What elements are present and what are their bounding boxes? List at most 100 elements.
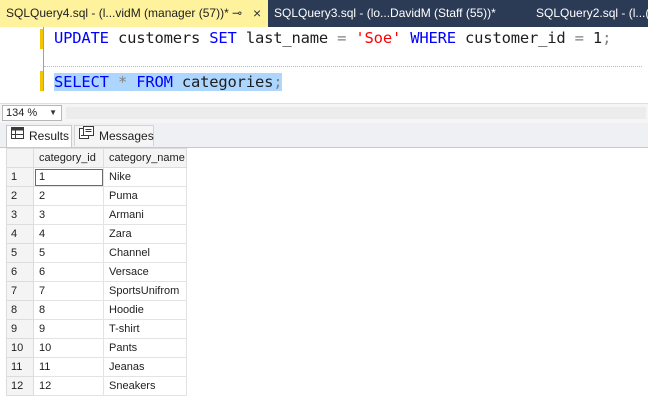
tab-label: SQLQuery4.sql - (l...vidM (manager (57))… [6,6,229,20]
cell-category-id[interactable]: 12 [33,376,104,396]
cell-category-name[interactable]: Puma [103,186,187,206]
editor-status-bar: 134 % ▼ [0,103,648,123]
tab-results[interactable]: Results [6,125,72,147]
table-row[interactable]: 3 3 Armani [6,205,187,225]
zoom-dropdown[interactable]: 134 % ▼ [2,105,62,121]
identifier: customer_id [465,29,566,47]
keyword: SELECT [54,73,109,91]
semicolon: ; [273,73,283,91]
grid-header-row: category_id category_name [6,148,187,168]
cell-category-id[interactable]: 1 [33,167,104,187]
row-number[interactable]: 1 [6,167,34,187]
cell-category-name[interactable]: Nike [103,167,187,187]
operator: = [337,29,347,47]
table-row[interactable]: 10 10 Pants [6,338,187,358]
grid-corner[interactable] [6,148,34,168]
cell-category-name[interactable]: Hoodie [103,300,187,320]
identifier: categories [181,73,274,91]
table-row[interactable]: 4 4 Zara [6,224,187,244]
cell-category-name[interactable]: Sneakers [103,376,187,396]
cell-category-id[interactable]: 10 [33,338,104,358]
column-header-category-id[interactable]: category_id [33,148,104,168]
table-row[interactable]: 12 12 Sneakers [6,376,187,396]
row-number[interactable]: 12 [6,376,34,396]
table-row[interactable]: 9 9 T-shirt [6,319,187,339]
document-tab-strip: SQLQuery4.sql - (l...vidM (manager (57))… [0,0,648,27]
editor-gutter-line [43,27,44,91]
cell-category-name[interactable]: Jeanas [103,357,187,377]
tab-results-label: Results [29,129,70,143]
selected-text: SELECT * FROM categories; [54,73,283,91]
cell-category-id[interactable]: 2 [33,186,104,206]
row-number[interactable]: 11 [6,357,34,377]
row-number[interactable]: 6 [6,262,34,282]
results-grid-area: category_id category_name 1 1 Nike 2 2 P… [0,148,648,413]
query-editor[interactable]: UPDATE customers SET last_name = 'Soe' W… [0,27,648,103]
identifier: customers [117,29,201,47]
operator: = [574,29,584,47]
cell-category-id[interactable]: 3 [33,205,104,225]
cell-category-name[interactable]: Channel [103,243,187,263]
tab-label: SQLQuery2.sql - (l...(T [536,6,648,20]
zoom-value: 134 % [6,107,38,119]
cell-category-name[interactable]: Pants [103,338,187,358]
cell-category-name[interactable]: Zara [103,224,187,244]
keyword: FROM [136,73,173,91]
cell-category-name[interactable]: Armani [103,205,187,225]
cell-category-id[interactable]: 8 [33,300,104,320]
keyword: UPDATE [54,29,109,47]
tab-messages-label: Messages [99,129,154,143]
chevron-down-icon[interactable]: ▼ [49,108,57,117]
tab-sqlquery4[interactable]: SQLQuery4.sql - (l...vidM (manager (57))… [0,0,268,27]
close-icon[interactable]: × [253,5,262,21]
cell-category-id[interactable]: 7 [33,281,104,301]
table-row[interactable]: 6 6 Versace [6,262,187,282]
results-grid[interactable]: category_id category_name 1 1 Nike 2 2 P… [6,148,187,396]
table-row[interactable]: 5 5 Channel [6,243,187,263]
row-number[interactable]: 5 [6,243,34,263]
column-header-category-name[interactable]: category_name [103,148,187,168]
cell-category-id[interactable]: 9 [33,319,104,339]
row-number[interactable]: 7 [6,281,34,301]
table-row[interactable]: 8 8 Hoodie [6,300,187,320]
cell-category-id[interactable]: 6 [33,262,104,282]
keyword: WHERE [410,29,456,47]
number-literal: 1 [592,29,603,47]
row-number[interactable]: 2 [6,186,34,206]
semicolon: ; [602,29,612,47]
keyword: SET [209,29,237,47]
row-number[interactable]: 8 [6,300,34,320]
tab-sqlquery2[interactable]: SQLQuery2.sql - (l...(T [530,0,648,27]
cell-category-id[interactable]: 11 [33,357,104,377]
pin-icon[interactable]: ⊸ [232,6,243,20]
messages-icon [79,125,94,146]
identifier: last_name [245,29,328,47]
tab-label: SQLQuery3.sql - (lo...DavidM (Staff (55)… [274,6,496,20]
horizontal-scrollbar[interactable] [66,107,646,119]
row-number[interactable]: 10 [6,338,34,358]
row-number[interactable]: 4 [6,224,34,244]
tab-messages[interactable]: Messages [74,125,154,146]
change-marker [40,29,43,49]
string-literal: 'Soe' [355,29,402,47]
table-row[interactable]: 2 2 Puma [6,186,187,206]
cell-category-name[interactable]: T-shirt [103,319,187,339]
table-row[interactable]: 11 11 Jeanas [6,357,187,377]
code-line-select[interactable]: SELECT * FROM categories; [54,73,283,91]
cell-category-name[interactable]: SportsUnifrom [103,281,187,301]
change-marker [40,71,43,91]
cell-category-name[interactable]: Versace [103,262,187,282]
cell-category-id[interactable]: 5 [33,243,104,263]
cell-category-id[interactable]: 4 [33,224,104,244]
tab-sqlquery3[interactable]: SQLQuery3.sql - (lo...DavidM (Staff (55)… [268,0,528,27]
table-row[interactable]: 1 1 Nike [6,167,187,187]
grid-icon [11,125,24,146]
row-number[interactable]: 9 [6,319,34,339]
table-row[interactable]: 7 7 SportsUnifrom [6,281,187,301]
row-number[interactable]: 3 [6,205,34,225]
result-tab-strip: Results Messages [0,123,648,148]
operator: * [117,73,128,91]
code-line-update[interactable]: UPDATE customers SET last_name = 'Soe' W… [54,29,611,47]
statement-separator [44,66,642,67]
